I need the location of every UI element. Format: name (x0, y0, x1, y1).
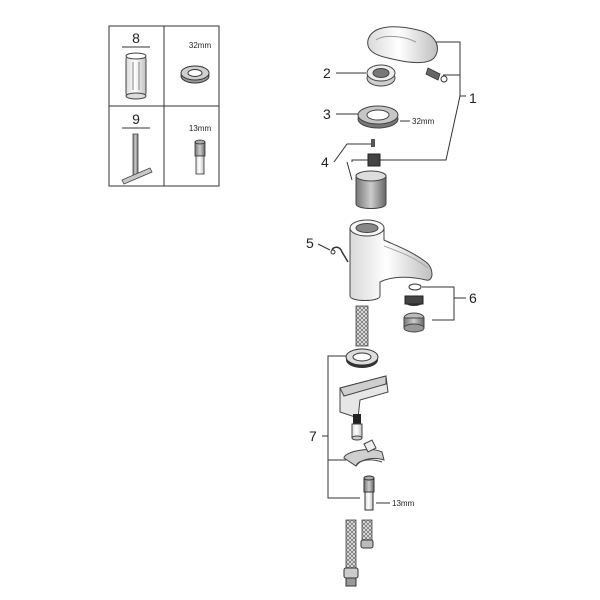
cartridge-part (355, 139, 387, 209)
mounting-key-tool-part (121, 133, 153, 185)
legend-number-9: 9 (132, 111, 140, 127)
callout-numbers: 1 2 3 4 5 6 7 32mm 13mm (306, 65, 477, 508)
nut-32mm-part (180, 65, 210, 84)
aerator-part (403, 283, 425, 333)
callout-3[interactable]: 3 (323, 106, 331, 122)
supply-hose-upper-part (355, 305, 369, 347)
nut-32mm-exploded-part (357, 105, 399, 129)
spare-parts-legend: 8 32mm 9 13mm (108, 25, 220, 187)
callout-7[interactable]: 7 (309, 428, 317, 444)
callout-4[interactable]: 4 (321, 154, 329, 170)
threaded-stud-part (363, 475, 375, 511)
callout-5[interactable]: 5 (306, 235, 314, 251)
supply-hose-lower-part (343, 519, 374, 587)
dimension-32mm: 32mm (412, 117, 435, 126)
lift-rod-clip-part (330, 246, 349, 263)
legend-size-13mm: 13mm (189, 124, 212, 133)
legend-kit-8[interactable]: 8 32mm (122, 30, 212, 100)
legend-number-8: 8 (132, 30, 140, 46)
spindle-extender-part (125, 52, 147, 100)
mounting-kit-part (339, 348, 389, 467)
lever-handle-part (367, 26, 448, 83)
legend-size-32mm: 32mm (189, 41, 212, 50)
callout-lines (317, 41, 466, 504)
callout-2[interactable]: 2 (323, 65, 331, 81)
dimension-13mm: 13mm (392, 499, 415, 508)
cap-ring-part (366, 64, 396, 87)
legend-kit-9[interactable]: 9 13mm (121, 111, 212, 185)
faucet-body-part (349, 219, 433, 301)
exploded-faucet-parts (330, 26, 448, 587)
callout-1[interactable]: 1 (469, 90, 477, 106)
threaded-stud-13mm-part (194, 139, 206, 175)
callout-6[interactable]: 6 (469, 290, 477, 306)
